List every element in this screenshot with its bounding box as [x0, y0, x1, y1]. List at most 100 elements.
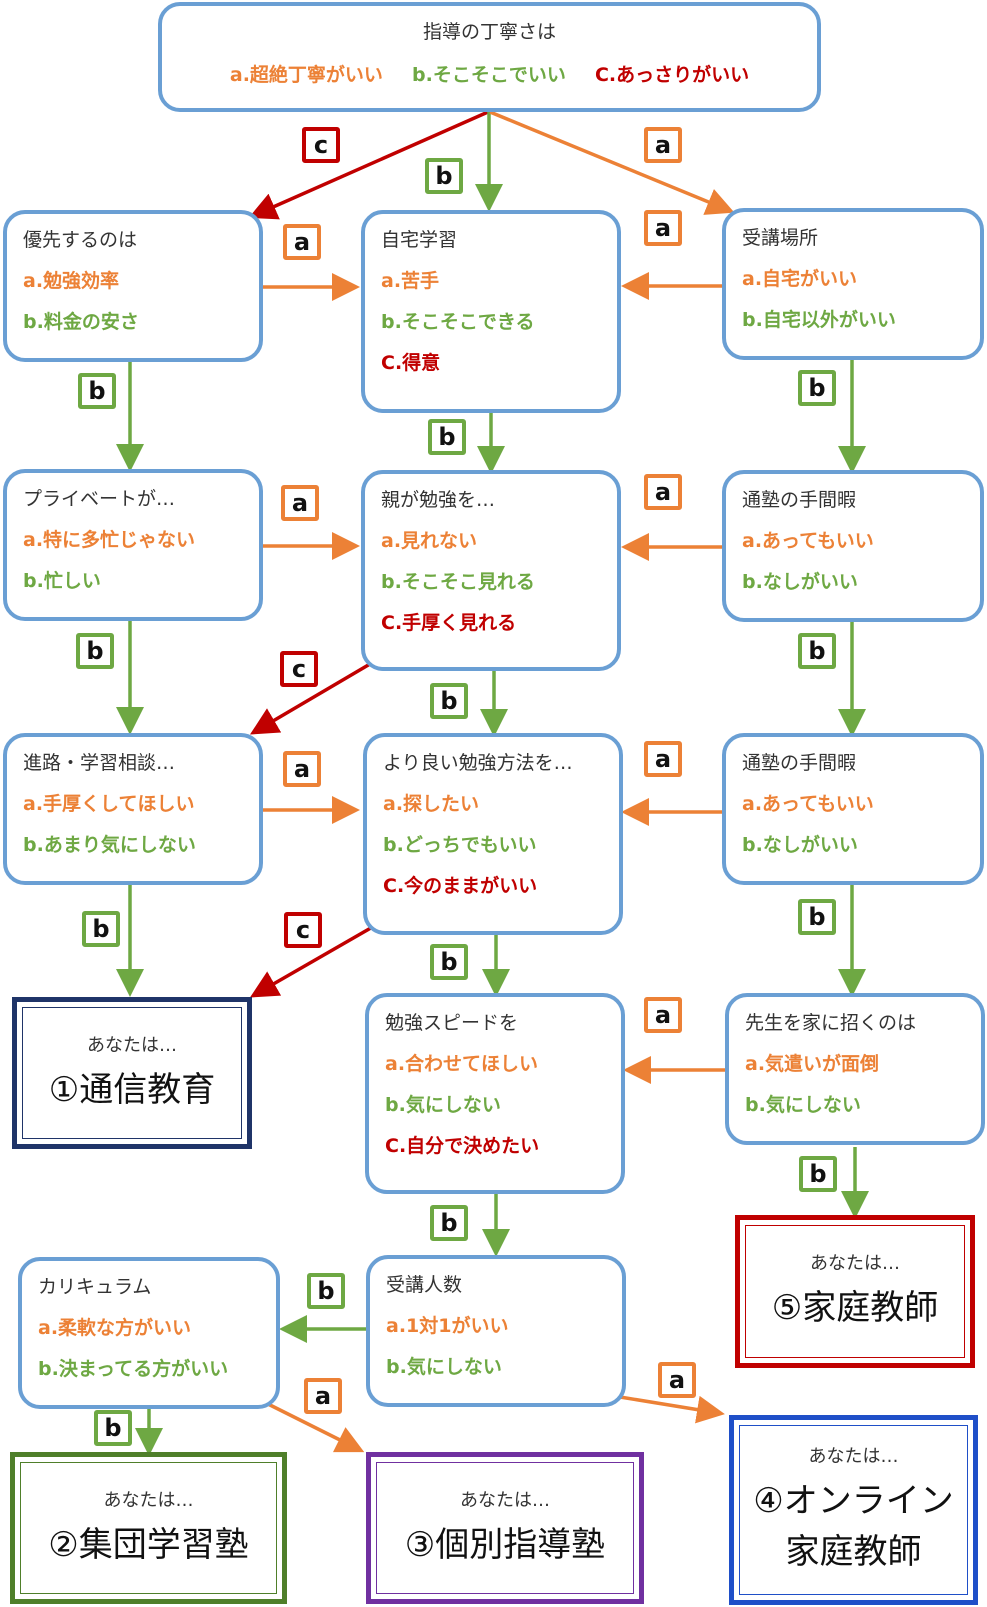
- tag-b: b: [425, 158, 463, 194]
- tag-a: a: [283, 751, 321, 787]
- tag-a: a: [281, 485, 319, 521]
- result-prefix: あなたは…: [87, 1034, 177, 1056]
- result-name: ②集団学習塾: [48, 1524, 249, 1565]
- option-b: b.自宅以外がいい: [742, 309, 896, 331]
- question-text: 指導の丁寧さは: [422, 21, 556, 43]
- tag-a: a: [644, 474, 682, 510]
- question-text: プライベートが…: [23, 488, 176, 510]
- question-box-teaching-care: 指導の丁寧さは a.超絶丁寧がいい b.そこそこでいい C.あっさりがいい: [158, 2, 821, 112]
- option-b: b.なしがいい: [742, 571, 858, 593]
- option-a: a.特に多忙じゃない: [23, 529, 196, 551]
- result-prefix: あなたは…: [808, 1446, 899, 1467]
- tag-b: b: [799, 1156, 837, 1192]
- question-box-location: 受講場所 a.自宅がいい b.自宅以外がいい: [722, 208, 984, 360]
- result-name-line1: ④オンライン: [753, 1481, 954, 1521]
- tag-b: b: [430, 1205, 468, 1241]
- result-name: ①通信教育: [48, 1069, 216, 1110]
- question-box-class-size: 受講人数 a.1対1がいい b.気にしない: [366, 1255, 626, 1407]
- result-prefix: あなたは…: [103, 1489, 194, 1511]
- result-box-group-cram-school: あなたは… ②集団学習塾: [10, 1452, 287, 1604]
- option-b: b.そこそこできる: [381, 311, 535, 333]
- option-b: b.忙しい: [23, 570, 101, 592]
- option-c: C.自分で決めたい: [385, 1135, 540, 1157]
- tag-a: a: [658, 1362, 696, 1398]
- option-a: a.あってもいい: [742, 530, 874, 552]
- tag-a: a: [304, 1378, 342, 1414]
- tag-b: b: [82, 911, 120, 947]
- option-a: a.合わせてほしい: [385, 1053, 539, 1075]
- tag-a: a: [283, 224, 321, 260]
- result-prefix: あなたは…: [810, 1253, 900, 1274]
- result-name: ③個別指導塾: [404, 1524, 606, 1565]
- option-a: a.苦手: [381, 270, 440, 292]
- option-a: a.柔軟な方がいい: [38, 1317, 192, 1339]
- question-text: 勉強スピードを: [385, 1012, 519, 1034]
- question-box-priority: 優先するのは a.勉強効率 b.料金の安さ: [3, 210, 263, 362]
- tag-c: c: [284, 912, 322, 948]
- option-b: b.どっちでもいい: [383, 834, 537, 856]
- tag-c: c: [280, 651, 318, 687]
- option-c: C.得意: [381, 352, 441, 374]
- option-a: a.探したい: [383, 793, 480, 815]
- tag-b: b: [430, 683, 468, 719]
- option-a: a.手厚くしてほしい: [23, 793, 195, 815]
- question-box-study-speed: 勉強スピードを a.合わせてほしい b.気にしない C.自分で決めたい: [365, 993, 625, 1194]
- result-name-line2: 家庭教師: [785, 1532, 922, 1572]
- option-a: a.あってもいい: [742, 793, 874, 815]
- arrow-q13-a: [619, 1395, 725, 1424]
- question-text: 優先するのは: [23, 229, 138, 251]
- question-text: 受講人数: [386, 1274, 463, 1296]
- option-b: b.決まってる方がいい: [38, 1358, 229, 1380]
- result-box-individual-tutoring: あなたは… ③個別指導塾: [366, 1452, 644, 1604]
- option-a: a.自宅がいい: [742, 268, 858, 290]
- option-b: b.気にしない: [385, 1094, 501, 1116]
- arrow-q0-a: [489, 110, 735, 215]
- option-a: a.気遣いが面倒: [745, 1053, 880, 1075]
- question-text: 受講場所: [742, 227, 819, 249]
- question-text: 通塾の手間暇: [742, 489, 857, 511]
- question-box-curriculum: カリキュラム a.柔軟な方がいい b.決まってる方がいい: [18, 1257, 280, 1409]
- question-text: 通塾の手間暇: [742, 752, 857, 774]
- option-a: a.超絶丁寧がいい: [229, 64, 383, 86]
- result-name: ⑤家庭教師: [771, 1288, 939, 1328]
- tag-b: b: [307, 1273, 345, 1309]
- arrow-q5-c: [249, 662, 371, 735]
- arrow-q12-a: [265, 1401, 365, 1453]
- arrow-q8-c: [249, 923, 377, 998]
- question-box-career-advice: 進路・学習相談… a.手厚くしてほしい b.あまり気にしない: [3, 733, 263, 885]
- question-box-teacher-visit: 先生を家に招くのは a.気遣いが面倒 b.気にしない: [725, 993, 985, 1145]
- tag-b: b: [430, 944, 468, 980]
- question-box-commute-1: 通塾の手間暇 a.あってもいい b.なしがいい: [722, 470, 984, 622]
- arrow-q0-c: [248, 110, 489, 220]
- tag-b: b: [76, 633, 114, 669]
- option-c: C.あっさりがいい: [594, 64, 750, 86]
- question-text: 自宅学習: [381, 229, 458, 251]
- result-box-online-tutor: あなたは… ④オンライン 家庭教師: [729, 1415, 978, 1605]
- result-box-correspondence: あなたは… ①通信教育: [12, 997, 252, 1149]
- option-b: b.そこそこでいい: [412, 64, 566, 86]
- option-b: b.そこそこ見れる: [381, 571, 535, 593]
- tag-b: b: [798, 899, 836, 935]
- option-c: C.今のままがいい: [383, 875, 538, 897]
- option-c: C.手厚く見れる: [381, 612, 517, 634]
- option-a: a.勉強効率: [23, 270, 120, 292]
- question-box-private-life: プライベートが… a.特に多忙じゃない b.忙しい: [3, 469, 263, 621]
- question-box-parent-support: 親が勉強を… a.見れない b.そこそこ見れる C.手厚く見れる: [361, 470, 621, 671]
- question-text: 進路・学習相談…: [23, 752, 176, 774]
- option-b: b.気にしない: [745, 1094, 861, 1116]
- tag-c: c: [302, 127, 340, 163]
- question-text: より良い勉強方法を…: [383, 752, 573, 774]
- tag-b: b: [94, 1410, 132, 1446]
- tag-a: a: [644, 741, 682, 777]
- option-b: b.料金の安さ: [23, 311, 139, 333]
- option-b: b.気にしない: [386, 1356, 502, 1378]
- question-box-home-study: 自宅学習 a.苦手 b.そこそこできる C.得意: [361, 210, 621, 413]
- result-prefix: あなたは…: [460, 1489, 550, 1511]
- tag-b: b: [798, 370, 836, 406]
- question-text: カリキュラム: [38, 1276, 152, 1298]
- tag-a: a: [644, 997, 682, 1033]
- tag-b: b: [78, 373, 116, 409]
- question-box-study-method: より良い勉強方法を… a.探したい b.どっちでもいい C.今のままがいい: [363, 733, 623, 935]
- question-text: 先生を家に招くのは: [745, 1012, 917, 1034]
